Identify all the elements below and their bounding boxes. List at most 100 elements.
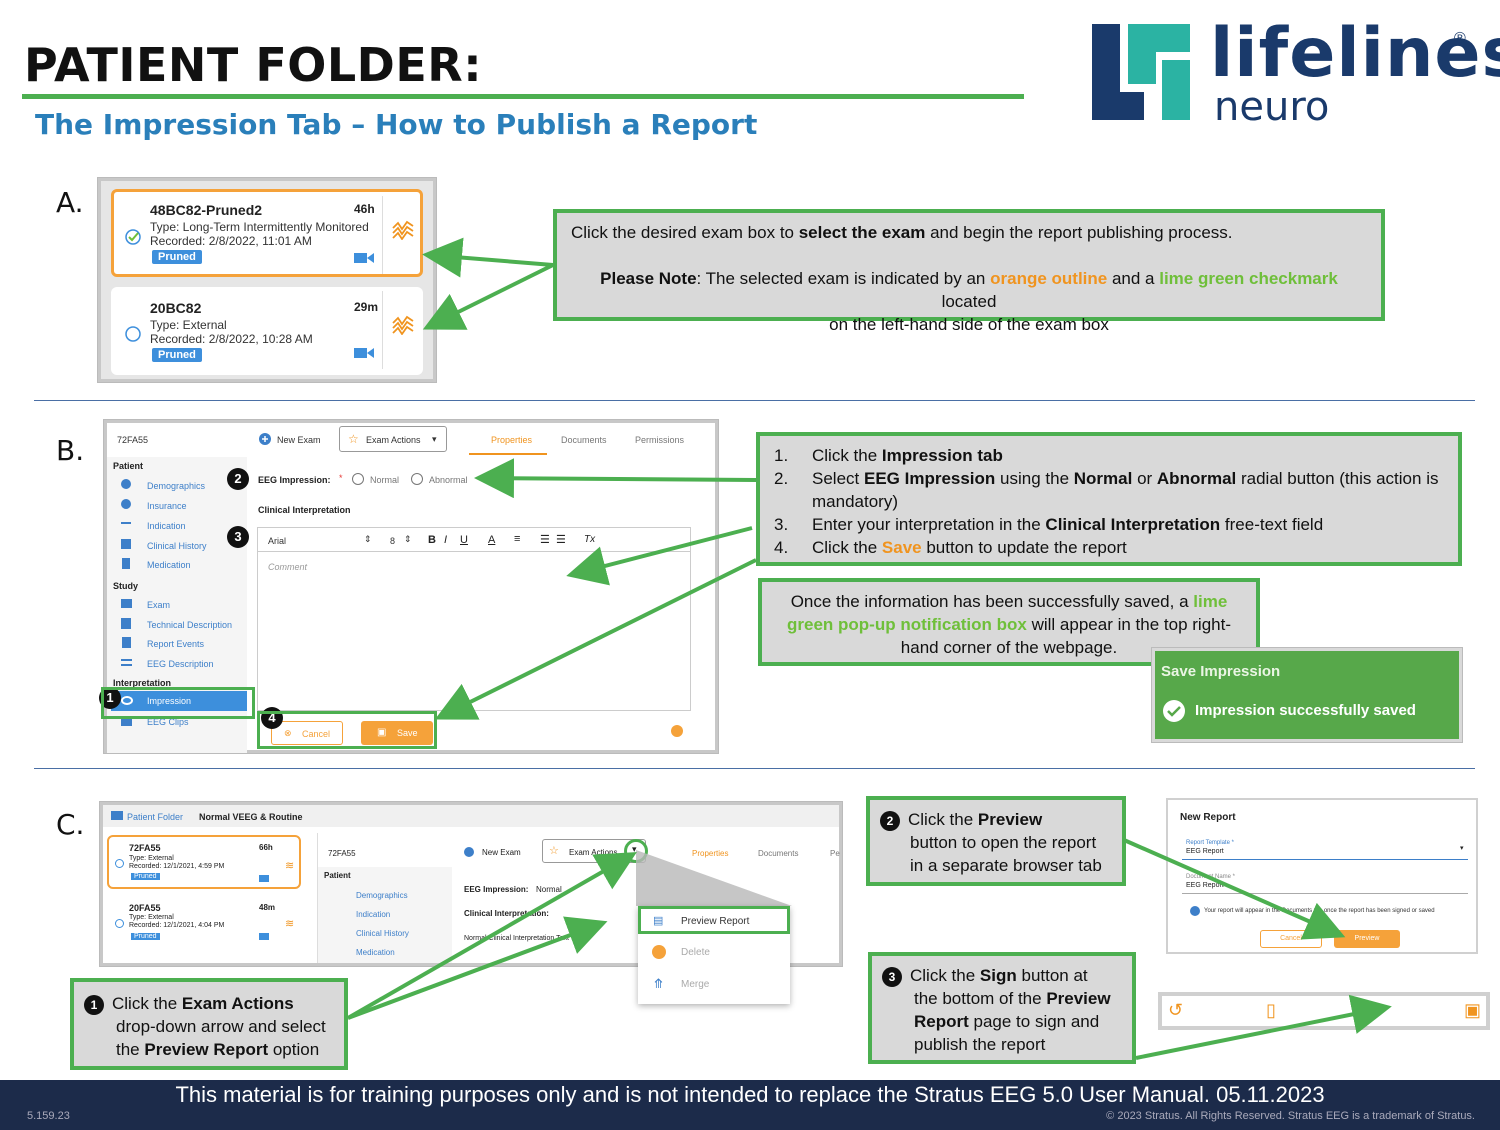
bold-button[interactable]: B <box>428 534 436 546</box>
patient-section-header[interactable]: Patient <box>113 461 144 471</box>
new-exam-button[interactable]: New Exam <box>277 435 321 445</box>
section-b-saved-callout: Once the information has been successful… <box>758 578 1260 666</box>
footer-copyright: © 2023 Stratus. All Rights Reserved. Str… <box>1106 1110 1475 1122</box>
sidebar-item-report-events[interactable]: Report Events <box>147 639 205 649</box>
sidebar-item-insurance[interactable]: Insurance <box>147 501 187 511</box>
save-button[interactable]: ▣ Save <box>361 721 433 745</box>
exam-card[interactable]: 20FA55 48m Type: External Recorded: 12/1… <box>107 895 301 949</box>
clinical-interp-label: Clinical Interpretation: <box>464 909 549 918</box>
study-section-header[interactable]: Study <box>113 581 139 591</box>
plus-circle-icon <box>259 433 271 445</box>
font-size-select[interactable]: 8 <box>390 536 396 546</box>
size-select-chevron-icon: ⇕ <box>404 534 412 544</box>
footer-version: 5.159.23 <box>27 1110 70 1122</box>
sidebar-item-exam[interactable]: Exam <box>147 600 171 610</box>
add-circle-icon[interactable] <box>671 725 683 737</box>
menu-item-preview-report[interactable]: ▤ Preview Report <box>638 906 790 934</box>
editor-placeholder: Comment <box>268 562 308 572</box>
exam-card-selected[interactable]: 72FA55 66h Type: External Recorded: 12/1… <box>107 835 301 889</box>
abnormal-radio[interactable] <box>411 473 423 485</box>
plus-circle-icon <box>464 847 474 857</box>
sidebar-item-eeg-description[interactable]: EEG Description <box>147 659 214 669</box>
video-camera-icon <box>259 933 269 940</box>
logo-registered-mark: ® <box>1454 30 1466 47</box>
tab-permissions[interactable]: Pe <box>830 849 840 858</box>
sidebar-item-demographics[interactable]: Demographics <box>356 891 408 900</box>
bullet-list-icon[interactable]: ☰ <box>556 534 566 546</box>
sidebar-item-clinical-history[interactable]: Clinical History <box>356 929 409 938</box>
exam-card[interactable]: 20BC82 29m Type: External Recorded: 2/8/… <box>111 287 423 375</box>
interpretation-section-header[interactable]: Interpretation <box>113 678 172 688</box>
sidebar-item-eeg-clips[interactable]: EEG Clips <box>147 717 189 727</box>
undo-icon[interactable]: ↺ <box>1168 1000 1184 1020</box>
sidebar-item-technical-description[interactable]: Technical Description <box>147 620 233 630</box>
unselected-radio-icon[interactable] <box>115 919 124 928</box>
sidebar-item-impression[interactable]: Impression <box>111 691 247 711</box>
ordered-list-icon[interactable]: ☰ <box>540 534 550 546</box>
tab-documents[interactable]: Documents <box>561 435 607 445</box>
tab-permissions[interactable]: Permissions <box>635 435 685 445</box>
tab-documents[interactable]: Documents <box>758 849 799 858</box>
folder-icon <box>111 811 123 820</box>
logo-wordmark: lifelines <box>1210 14 1500 93</box>
arrows-icon <box>121 522 131 524</box>
clear-format-button[interactable]: Tx <box>584 534 596 545</box>
menu-item-delete[interactable]: Delete <box>638 938 790 968</box>
report-template-select[interactable]: Report Template * EEG Report ▾ <box>1182 838 1468 860</box>
clipboard-plus-icon <box>121 539 131 549</box>
unselected-radio-icon[interactable] <box>124 325 142 343</box>
text-color-button[interactable]: A <box>488 534 496 546</box>
pruned-badge: Pruned <box>152 250 202 264</box>
sidebar-item-medication[interactable]: Medication <box>356 948 395 957</box>
patient-section-header[interactable]: Patient <box>324 871 351 880</box>
exam-name: 20BC82 <box>150 300 202 316</box>
section-b-steps-callout: 1.Click the Impression tab 2.Select EEG … <box>756 432 1462 566</box>
preview-document-icon: ▤ <box>653 915 664 927</box>
new-exam-button[interactable]: New Exam <box>482 848 521 857</box>
folder-bar: Patient Folder Normal VEEG & Routine <box>103 805 839 827</box>
video-camera-icon <box>354 348 374 358</box>
chevron-down-icon: ▾ <box>432 434 437 444</box>
clip-icon <box>121 716 132 726</box>
section-c-letter: C. <box>56 808 85 841</box>
sidebar-item-medication[interactable]: Medication <box>147 560 191 570</box>
sign-document-icon[interactable]: ▮ <box>1366 1000 1376 1020</box>
person-icon <box>121 479 131 489</box>
tab-properties[interactable]: Properties <box>692 849 729 858</box>
pill-bottle-icon <box>122 558 130 569</box>
exam-card-selected[interactable]: 48BC82-Pruned2 46h Type: Long-Term Inter… <box>111 189 423 277</box>
exam-id: 72FA55 <box>117 435 149 445</box>
clinical-interpretation-editor[interactable]: Arial ⇕ 8 ⇕ B I U A ≡ ☰ ☰ Tx Comment <box>257 527 691 711</box>
font-family-select[interactable]: Arial <box>268 536 287 546</box>
lifelines-logo-icon <box>1092 24 1190 120</box>
cancel-button[interactable]: Cancel <box>1260 930 1322 948</box>
patient-folder-link[interactable]: Patient Folder <box>127 812 184 822</box>
impression-highlight <box>101 687 255 719</box>
sidebar-item-indication[interactable]: Indication <box>356 910 391 919</box>
sidebar-item-indication[interactable]: Indication <box>147 521 186 531</box>
sidebar-item-clinical-history[interactable]: Clinical History <box>147 541 207 551</box>
chevron-down-icon[interactable]: ▾ <box>632 844 637 854</box>
menu-item-merge[interactable]: ⤊ Merge <box>653 976 710 991</box>
chevron-down-icon: ▾ <box>1460 845 1464 852</box>
exam-actions-dropdown[interactable]: ☆ Exam Actions ▾ <box>339 426 447 452</box>
tab-properties[interactable]: Properties <box>491 435 533 445</box>
section-divider <box>34 400 1475 401</box>
eeg-waveform-icon: ≋ <box>285 860 295 872</box>
align-icon[interactable]: ≡ <box>514 533 521 545</box>
document-name-input[interactable]: Document Name * EEG Report <box>1182 872 1468 894</box>
folder-icon <box>121 599 132 608</box>
save-impression-notification: Save Impression Impression successfully … <box>1152 648 1462 742</box>
sidebar-item-demographics[interactable]: Demographics <box>147 481 206 491</box>
document-download-icon[interactable]: ▯ <box>1266 1000 1276 1020</box>
normal-radio[interactable] <box>352 473 364 485</box>
save-floppy-icon[interactable]: ▣ <box>1464 1000 1482 1020</box>
italic-button[interactable]: I <box>444 534 448 546</box>
preview-button[interactable]: Preview <box>1334 930 1400 948</box>
cancel-button[interactable]: ⊗ Cancel <box>271 721 343 745</box>
exam-id: 72FA55 <box>328 849 356 858</box>
underline-button[interactable]: U <box>460 534 468 546</box>
page-title: PATIENT FOLDER: <box>24 38 483 92</box>
section-b-letter: B. <box>56 434 85 467</box>
